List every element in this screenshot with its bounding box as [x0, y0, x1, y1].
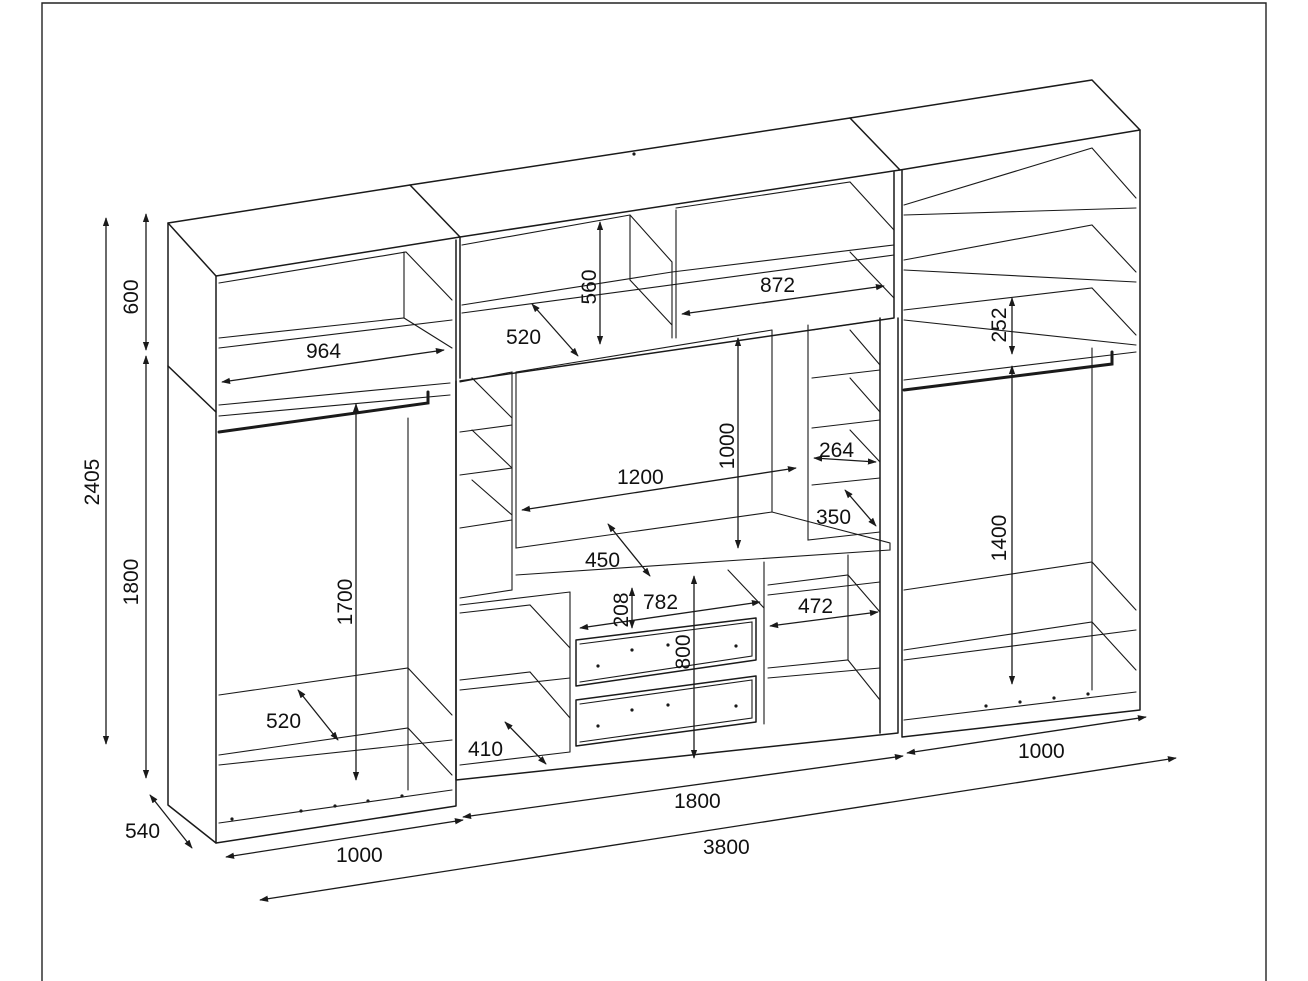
left-wardrobe — [167, 184, 461, 844]
dimension-lines — [102, 213, 1177, 902]
dim-drawer-height: 208 — [610, 592, 633, 627]
dim-middle-width: 1800 — [674, 790, 721, 813]
dim-depth: 540 — [125, 820, 160, 843]
dim-right-rod-height: 1400 — [988, 515, 1011, 562]
dim-right-rod-gap: 252 — [988, 307, 1011, 342]
dim-upper-height: 600 — [120, 279, 143, 314]
dim-tv-niche-height: 1000 — [716, 423, 739, 470]
dim-top-mid-height: 560 — [578, 269, 601, 304]
dim-right-width: 1000 — [1018, 740, 1065, 763]
dim-top-mid-depth: 520 — [506, 326, 541, 349]
right-wardrobe — [849, 79, 1141, 738]
dim-shelf-264: 264 — [819, 439, 854, 462]
dim-drawer-width: 782 — [643, 591, 678, 614]
dim-left-rod-height: 1700 — [334, 579, 357, 626]
dim-total-width: 3800 — [703, 836, 750, 859]
dim-tv-shelf-depth: 450 — [585, 549, 620, 572]
page-frame — [41, 2, 1267, 981]
dim-shelf-350: 350 — [816, 506, 851, 529]
dimension-labels: 2405 600 1800 540 1000 1800 1000 3800 96… — [81, 269, 1065, 867]
dim-left-shelf-width: 964 — [306, 340, 341, 363]
dim-drawer-block-height: 800 — [672, 634, 695, 669]
dim-overall-height: 2405 — [81, 459, 104, 506]
dim-left-width: 1000 — [336, 844, 383, 867]
dim-bottom-shelf-depth: 410 — [468, 738, 503, 761]
dim-tv-niche-width: 1200 — [617, 466, 664, 489]
dim-right-shelf-width: 472 — [798, 595, 833, 618]
dim-top-right-width: 872 — [760, 274, 795, 297]
dim-lower-height: 1800 — [120, 559, 143, 606]
dim-left-shelf-depth: 520 — [266, 710, 301, 733]
